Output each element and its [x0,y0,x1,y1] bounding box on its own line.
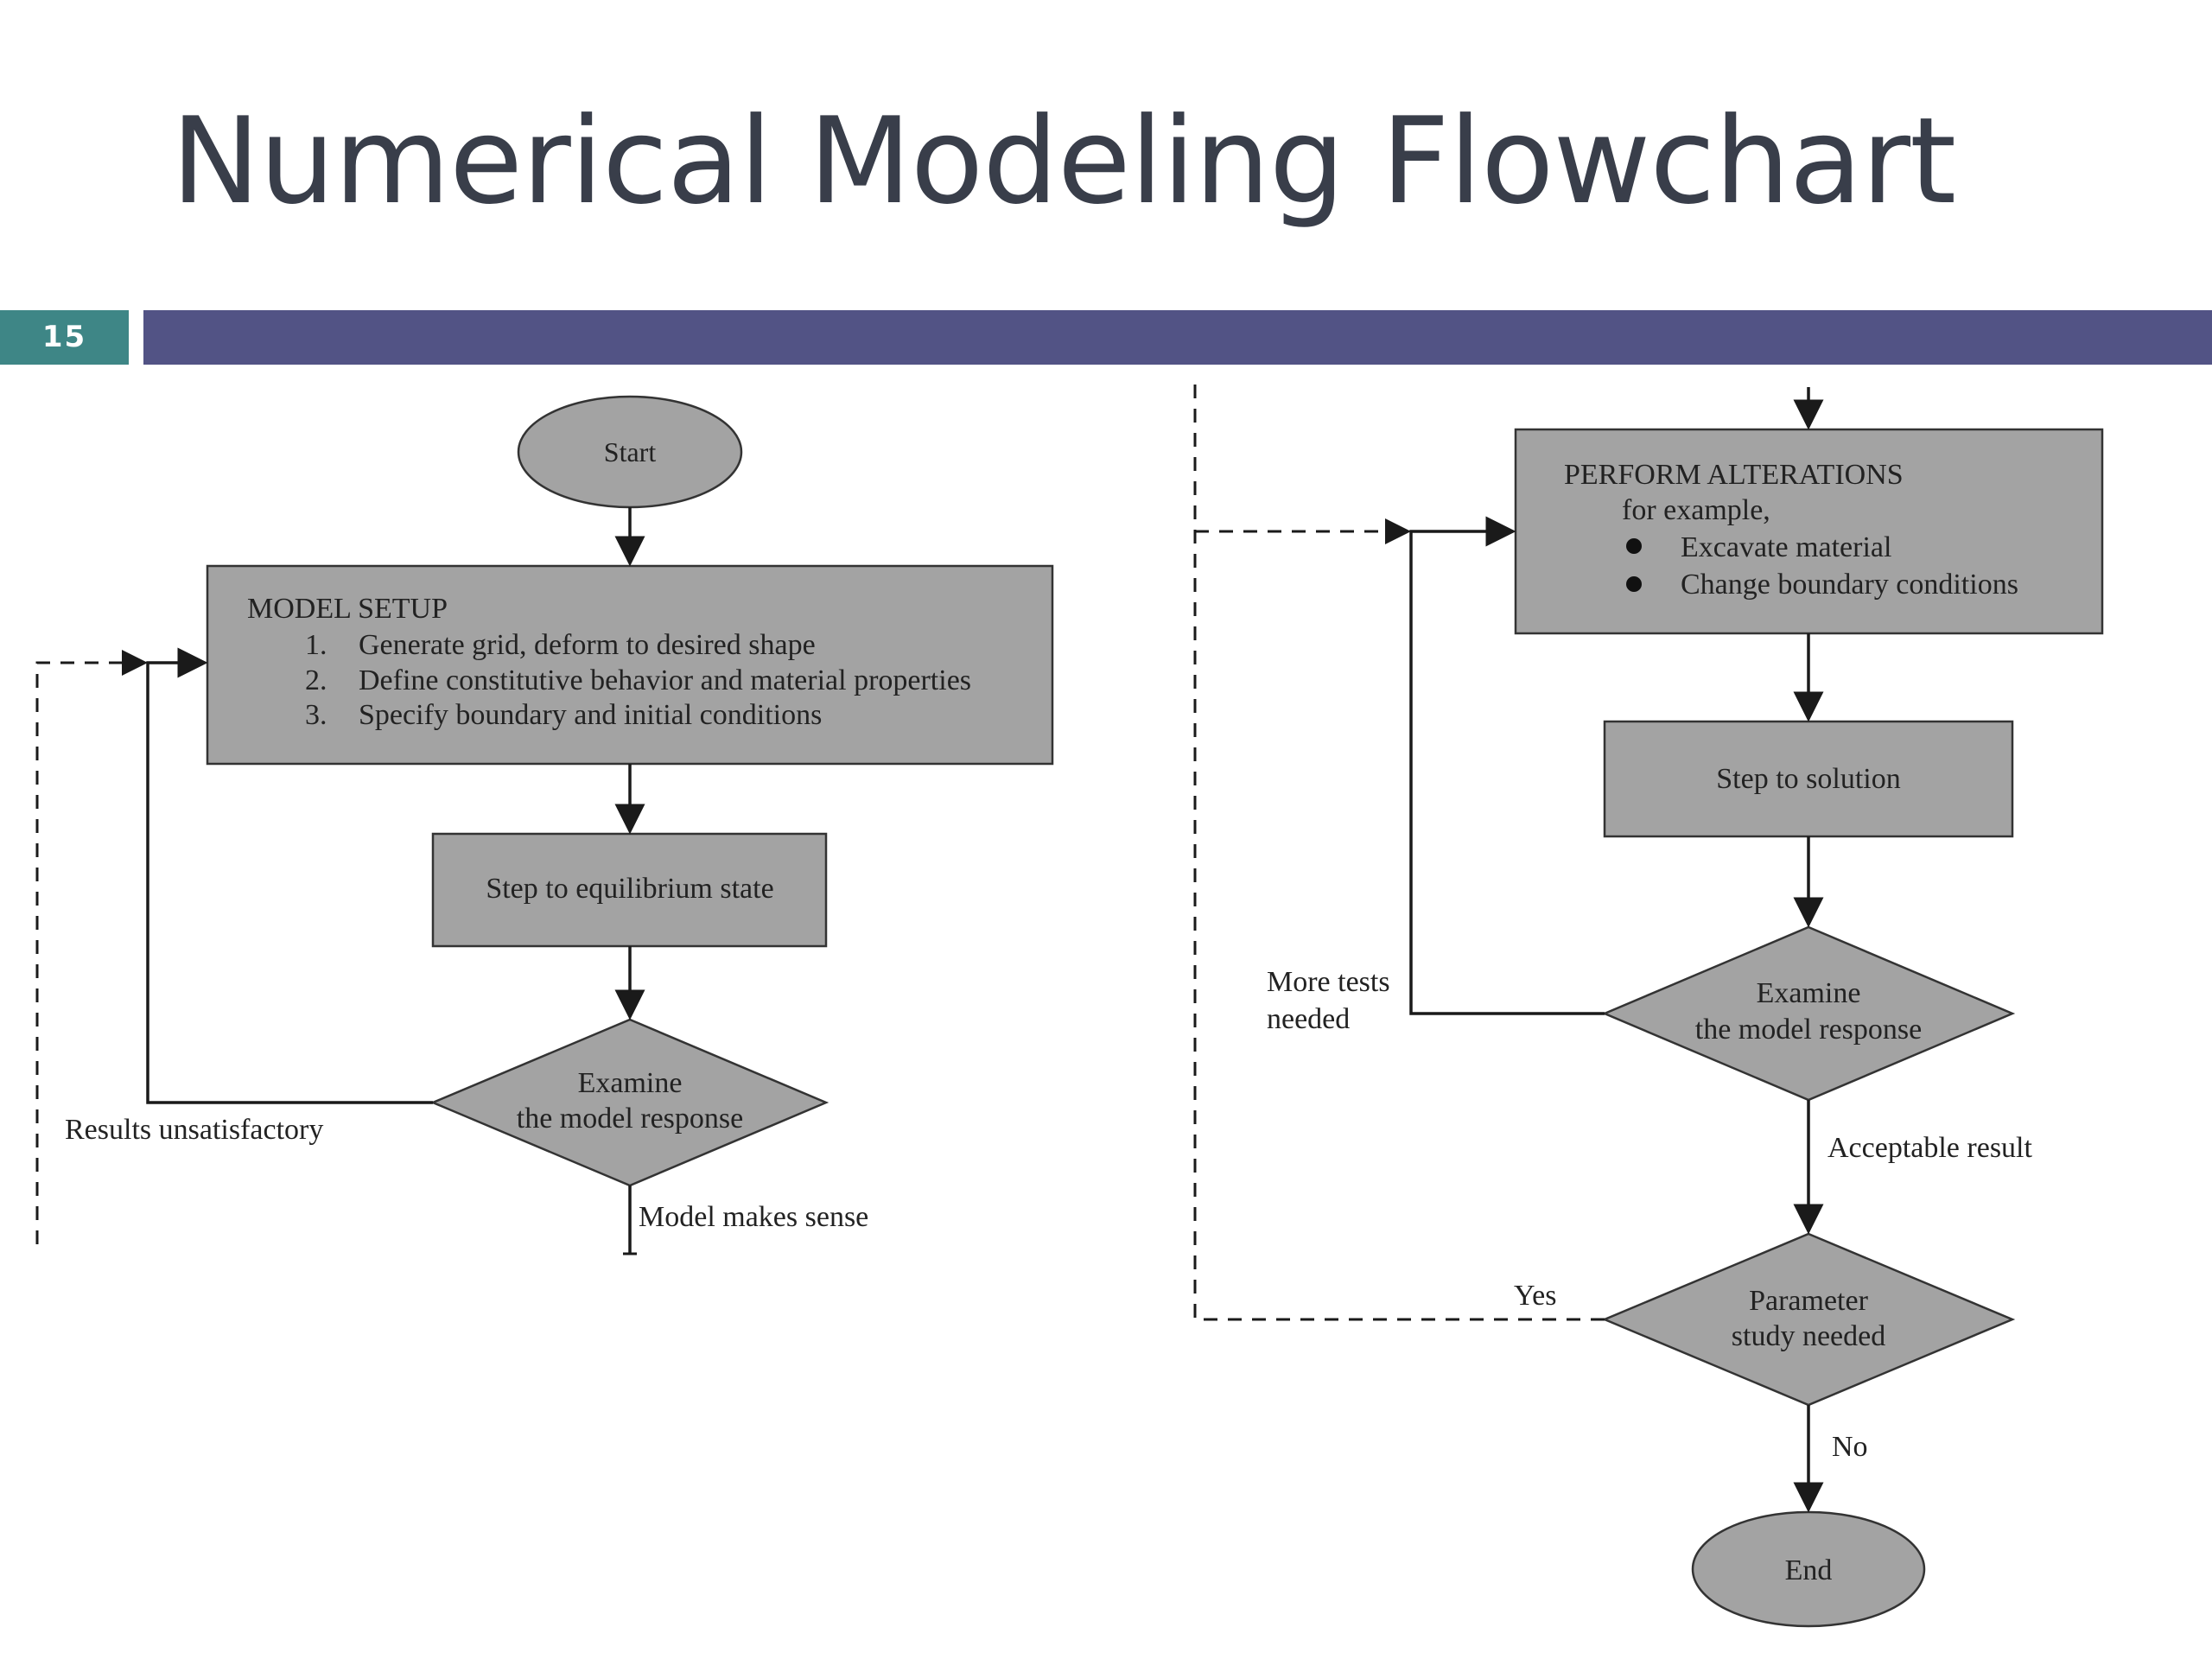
slide-title: Numerical Modeling Flowchart [171,92,1956,231]
yes-label: Yes [1514,1280,1556,1312]
perform-alterations-box [1514,428,2104,635]
alteration-bullet-text: Change boundary conditions [1681,569,2018,601]
dashed-return-left [35,650,148,1244]
examine-left-line1: Examine [578,1067,683,1099]
feedback-loop-unsatisfactory [146,647,433,1104]
results-unsatisfactory-label: Results unsatisfactory [65,1114,323,1146]
model-setup-item-text: Generate grid, deform to desired shape [359,629,816,661]
step-solution-box [1603,720,2014,838]
model-setup-box [206,564,1054,766]
perform-alterations-subheading: for example, [1622,494,1770,526]
acceptable-result-label: Acceptable result [1827,1132,2032,1164]
title-rule [143,310,2212,365]
examine-right-line2: the model response [1695,1014,1923,1046]
parameter-study-decision [1601,1232,2016,1407]
no-label: No [1832,1431,1868,1463]
step-equilibrium-box [431,832,828,948]
feedback-loop-more-tests [1409,516,1605,1015]
examine-left-line2: the model response [517,1103,744,1135]
model-setup-item-number: 3. [305,699,327,731]
examine-right-line1: Examine [1757,977,1861,1009]
slide-number: 15 [0,310,129,365]
bullet-icon [1626,538,1642,554]
step-equilibrium-label: Step to equilibrium state [486,873,773,905]
start-label: Start [604,436,657,467]
model-makes-sense-label: Model makes sense [639,1201,868,1233]
parameter-study-line2: study needed [1732,1320,1885,1352]
step-solution-label: Step to solution [1716,763,1900,795]
model-setup-item-number: 1. [305,629,327,661]
parameter-study-line1: Parameter [1749,1285,1868,1317]
alteration-bullet-text: Excavate material [1681,531,1891,563]
model-setup-item-text: Define constitutive behavior and materia… [359,664,971,696]
model-setup-item-text: Specify boundary and initial conditions [359,699,822,731]
more-tests-line1: More tests [1267,966,1390,998]
model-setup-item-number: 2. [305,664,327,696]
bullet-icon [1626,576,1642,592]
end-label: End [1785,1554,1833,1586]
perform-alterations-heading: PERFORM ALTERATIONS [1564,459,1904,491]
model-setup-heading: MODEL SETUP [247,593,448,625]
more-tests-line2: needed [1267,1003,1350,1035]
